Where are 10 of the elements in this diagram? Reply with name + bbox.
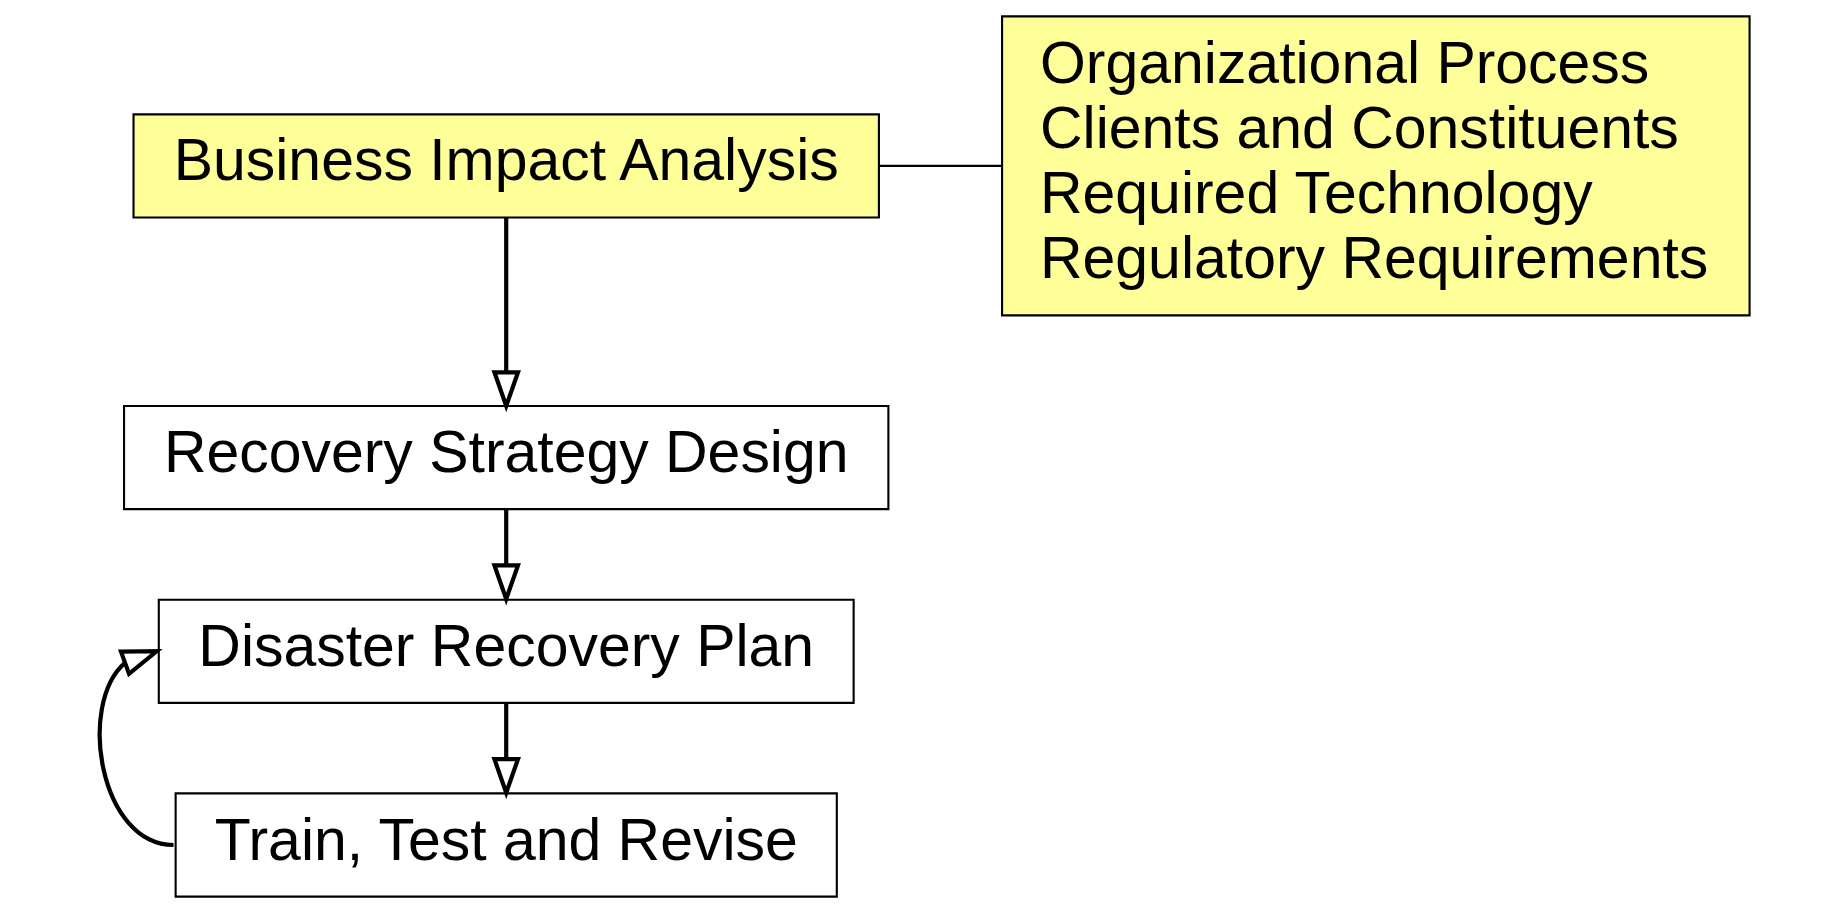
connector (878, 164, 1001, 167)
arrow (490, 703, 521, 800)
node-box: Disaster Recovery Plan (157, 598, 855, 704)
node-box: Recovery Strategy Design (122, 404, 889, 511)
arrow (490, 509, 521, 606)
node-box: Train, Test and Revise (174, 792, 838, 898)
arrow (490, 218, 521, 413)
arrow (97, 649, 174, 848)
node-box: Business Impact Analysis (131, 113, 880, 219)
node-box: Organizational Process Clients and Constituents Required Technology Regulatory Requirements (1000, 15, 1751, 317)
